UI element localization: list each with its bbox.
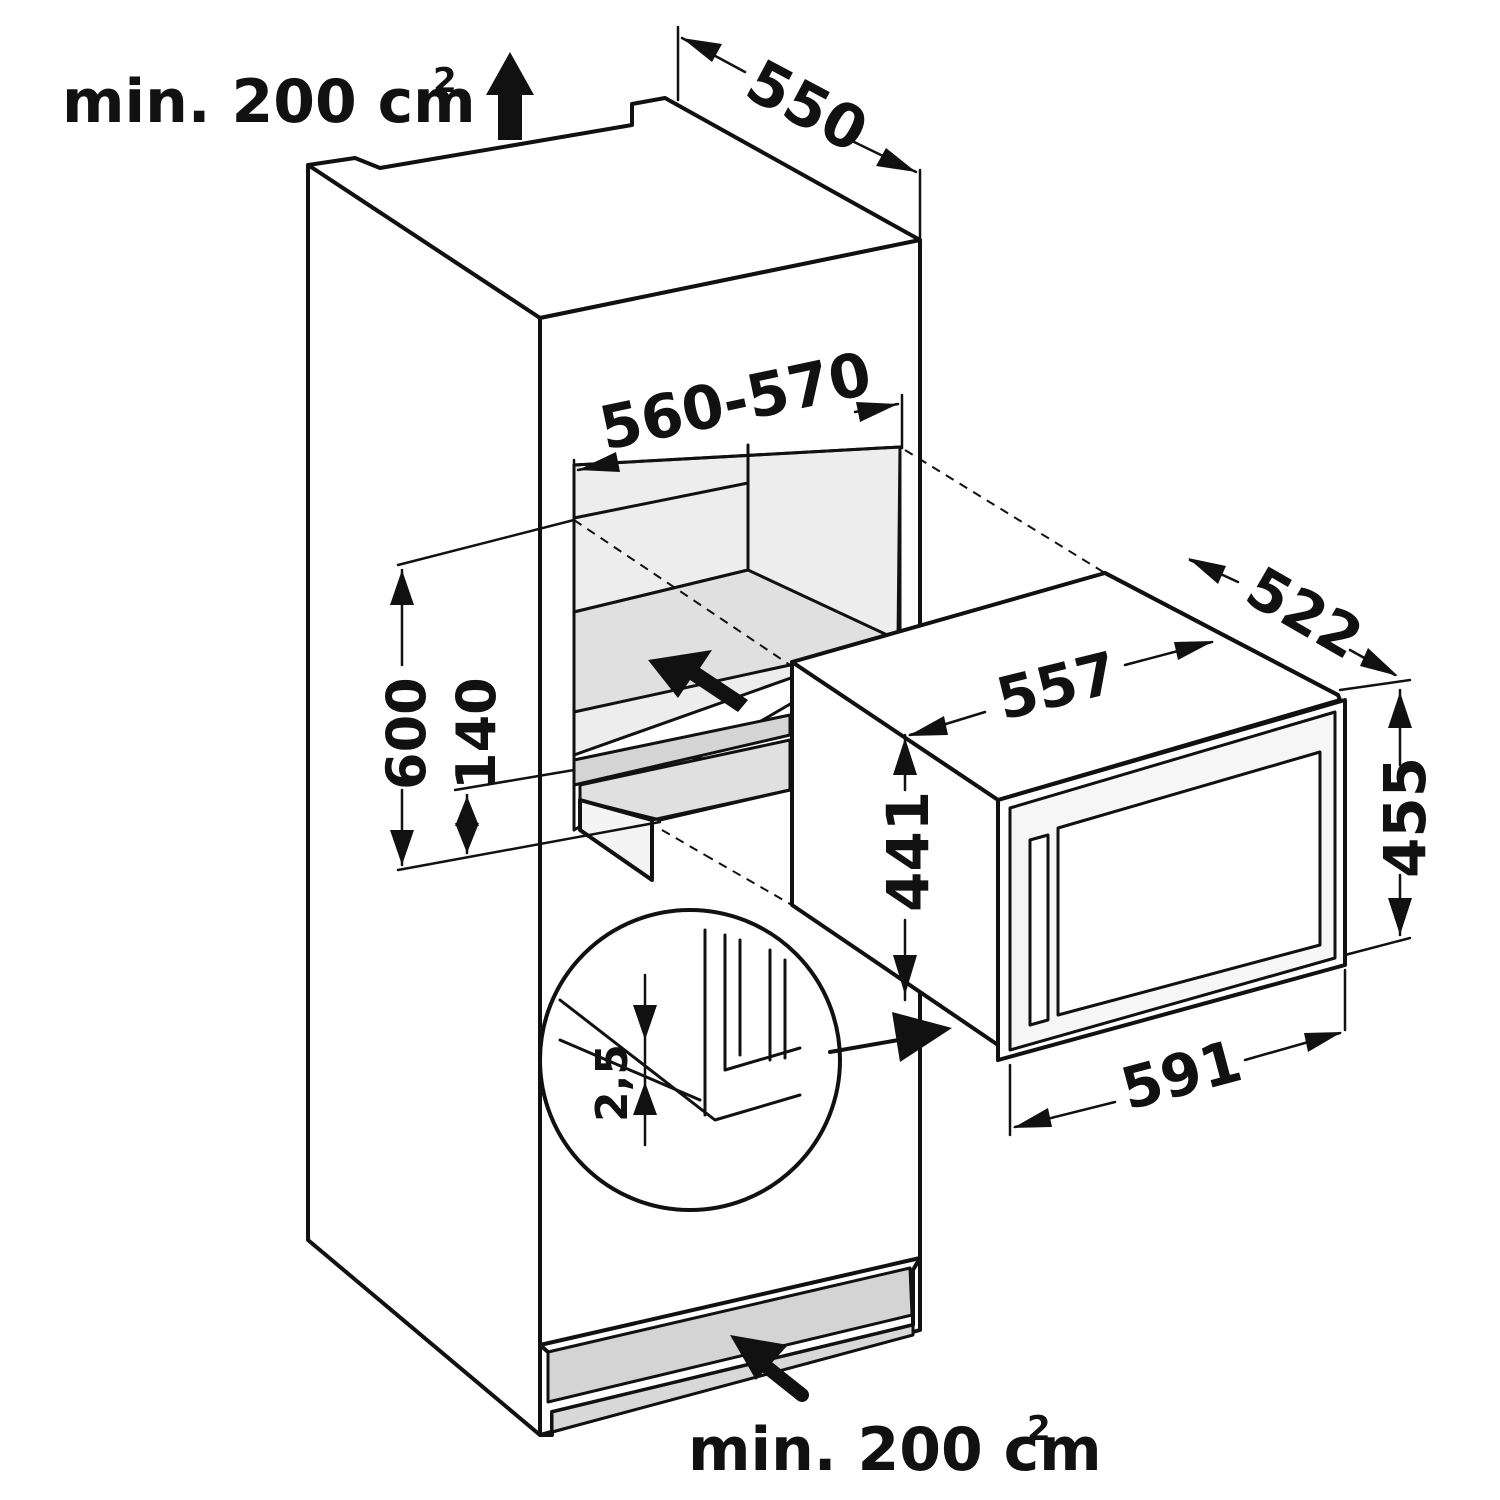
- dim-niche-height: 600: [375, 677, 438, 790]
- appliance-handle: [1028, 833, 1050, 1027]
- cabinet-side-face: [306, 163, 542, 1437]
- dim-door-width: 591: [1114, 1027, 1249, 1124]
- appliance-glass: [1056, 750, 1322, 1017]
- ventilation-bottom-sup: 2: [1027, 1409, 1051, 1449]
- dim-door-height: 455: [1371, 757, 1439, 878]
- projection-lines: [573, 449, 1412, 957]
- ventilation-top-sup: 2: [433, 61, 457, 101]
- appliance: [790, 571, 1347, 1062]
- ventilation-top-label: min. 200 cm: [62, 67, 476, 137]
- niche-rail-lower: [578, 798, 654, 882]
- detail-magnifier: [538, 908, 842, 1212]
- ventilation-bottom-label: min. 200 cm: [688, 1415, 1102, 1485]
- dim-appliance-height: 441: [874, 791, 942, 912]
- dimension-lines: [390, 25, 1412, 1137]
- dim-gap-detail: 2,5: [587, 1044, 638, 1122]
- ventilation-arrows: [486, 52, 809, 1402]
- ventilation-top-arrow: [486, 52, 534, 140]
- dim-plinth-height: 140: [445, 677, 508, 790]
- detail-circle: 2,5: [538, 908, 952, 1212]
- insert-direction-arrow: [648, 650, 748, 712]
